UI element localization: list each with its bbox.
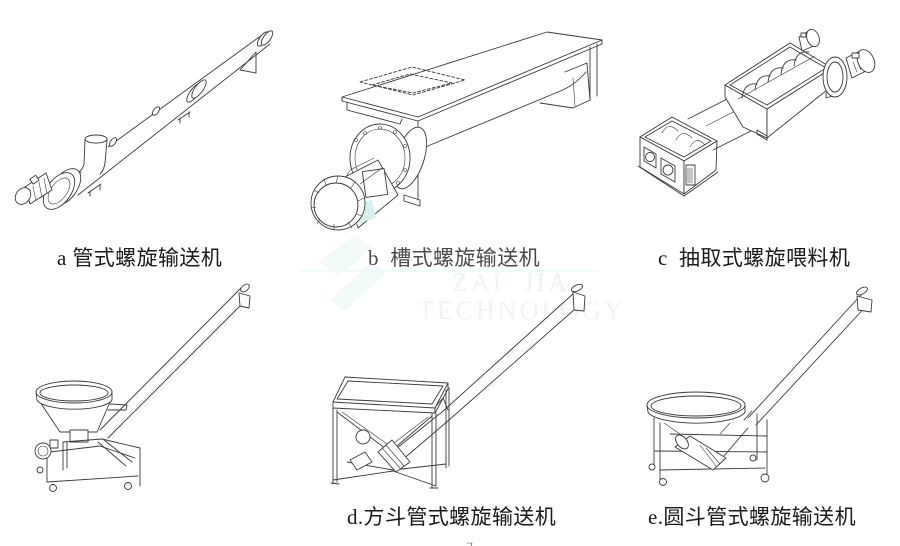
mobile-frame xyxy=(46,438,141,487)
conveyor-tube xyxy=(391,292,584,462)
caption-b: b 槽式螺旋输送机 xyxy=(368,246,540,270)
drive-motor xyxy=(674,427,749,471)
end-flange xyxy=(256,30,274,47)
watermark-line2: TECHNOLOGY xyxy=(418,296,626,325)
inlet-hopper xyxy=(78,134,108,175)
drive-motor xyxy=(34,439,59,460)
conveyor-tube xyxy=(99,287,250,439)
watermark-line1: ZAI JIA xyxy=(452,268,570,297)
stray-mark xyxy=(466,542,473,546)
middle-coupling xyxy=(186,79,207,103)
end-support xyxy=(239,51,257,74)
tube-bracket xyxy=(435,397,449,411)
watermark-logo xyxy=(300,235,600,312)
drive-motor xyxy=(310,157,399,231)
tube-clamps xyxy=(87,106,191,197)
caption-e: e.圆斗管式螺旋输送机 xyxy=(648,505,856,529)
drive-motor xyxy=(14,172,53,205)
square-hopper xyxy=(332,376,449,453)
tube-screw-conveyor-drawing xyxy=(14,30,274,210)
discharge-outlet xyxy=(856,286,873,313)
round-hopper-tube-conveyor-drawing xyxy=(646,286,873,486)
caster-wheels xyxy=(36,466,132,492)
top-drive-motor xyxy=(798,28,820,52)
feed-trough xyxy=(724,42,833,141)
caption-c: c 抽取式螺旋喂料机 xyxy=(658,246,851,270)
drive-motor xyxy=(349,439,411,473)
gearbox-flange xyxy=(42,168,82,210)
extraction-screw-feeder-drawing xyxy=(637,28,876,197)
round-hopper-conveyor-drawing-left xyxy=(34,283,251,492)
inlet-opening-dashed xyxy=(359,66,466,96)
stand-frame xyxy=(653,413,768,483)
tube-bracket xyxy=(743,410,753,421)
caption-a: a 管式螺旋输送机 xyxy=(57,246,223,270)
trough-cover-plate xyxy=(341,31,603,125)
caster-wheels xyxy=(648,454,770,486)
right-drive-motor xyxy=(845,49,876,79)
round-hopper xyxy=(646,391,746,435)
trough-body xyxy=(403,43,598,207)
discharge-outlet xyxy=(238,283,251,309)
conveyor-tube xyxy=(747,294,870,426)
right-gearbox xyxy=(822,56,848,98)
square-hopper-tube-conveyor-drawing xyxy=(330,283,586,489)
round-hopper xyxy=(35,380,128,443)
discharge-outlet xyxy=(570,283,586,312)
trough-screw-conveyor-drawing xyxy=(310,31,603,231)
feeder-motors-front xyxy=(643,146,696,186)
caption-d: d.方斗管式螺旋输送机 xyxy=(347,505,557,529)
